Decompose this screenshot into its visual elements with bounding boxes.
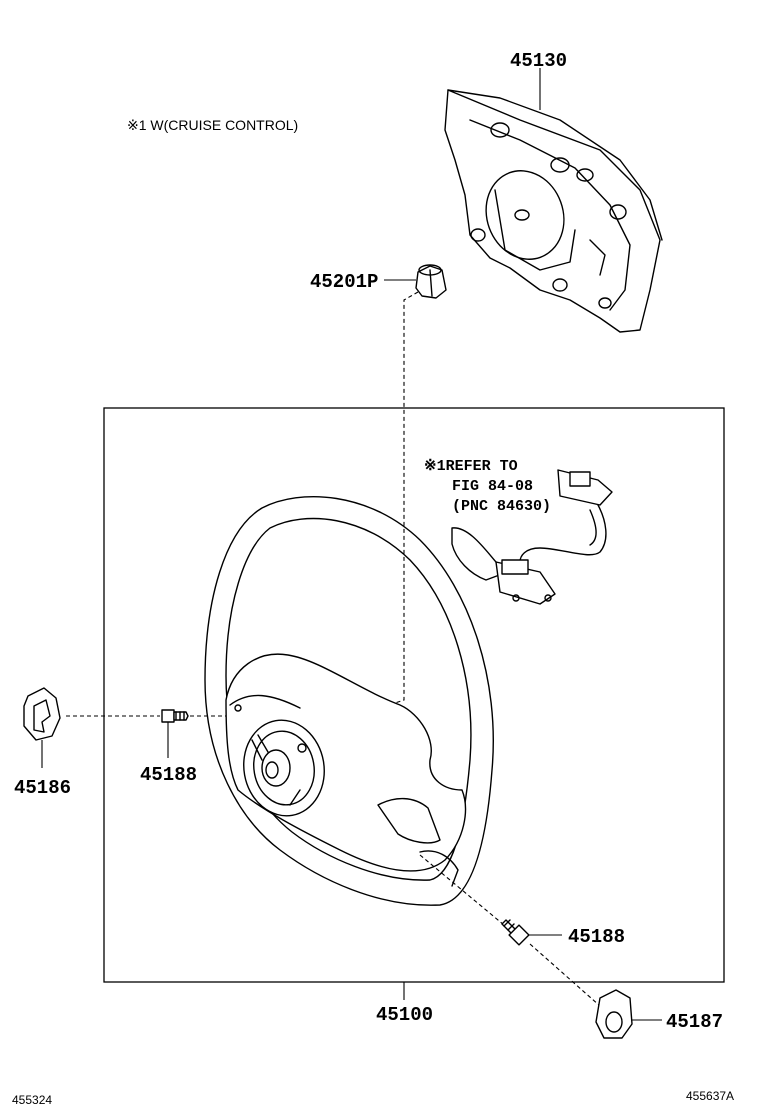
- horn-pad-part[interactable]: [444, 89, 663, 333]
- cruise-control-switch-part[interactable]: [451, 469, 613, 605]
- screw-left-part[interactable]: [161, 709, 189, 723]
- footer-right-code: 455637A: [686, 1089, 734, 1103]
- nut-part[interactable]: [415, 264, 447, 299]
- screw-right-part[interactable]: [501, 919, 530, 946]
- cruise-control-note: ※1 W(CRUISE CONTROL): [127, 117, 298, 133]
- part-number-cover-right: 45187: [666, 1011, 723, 1033]
- dashed-guide-nut: [379, 291, 419, 709]
- part-number-screw-right: 45188: [568, 926, 625, 948]
- cover-right-part[interactable]: [595, 989, 633, 1039]
- dashed-guide-cover-right: [529, 943, 601, 1007]
- part-number-horn-pad: 45130: [510, 50, 567, 72]
- part-number-cover-left: 45186: [14, 777, 71, 799]
- refer-line-2: FIG 84-08: [452, 478, 533, 495]
- part-number-nut: 45201P: [310, 271, 378, 293]
- dashed-guide-screw-right: [419, 854, 511, 931]
- refer-line-1: ※1REFER TO: [424, 458, 518, 475]
- refer-line-3: (PNC 84630): [452, 498, 551, 515]
- part-number-screw-left: 45188: [140, 764, 197, 786]
- steering-wheel-part[interactable]: [204, 495, 494, 906]
- assembly-frame: [103, 407, 725, 983]
- footer-left-code: 455324: [12, 1093, 52, 1107]
- part-number-steering-wheel: 45100: [376, 1004, 433, 1026]
- cover-left-part[interactable]: [23, 687, 61, 741]
